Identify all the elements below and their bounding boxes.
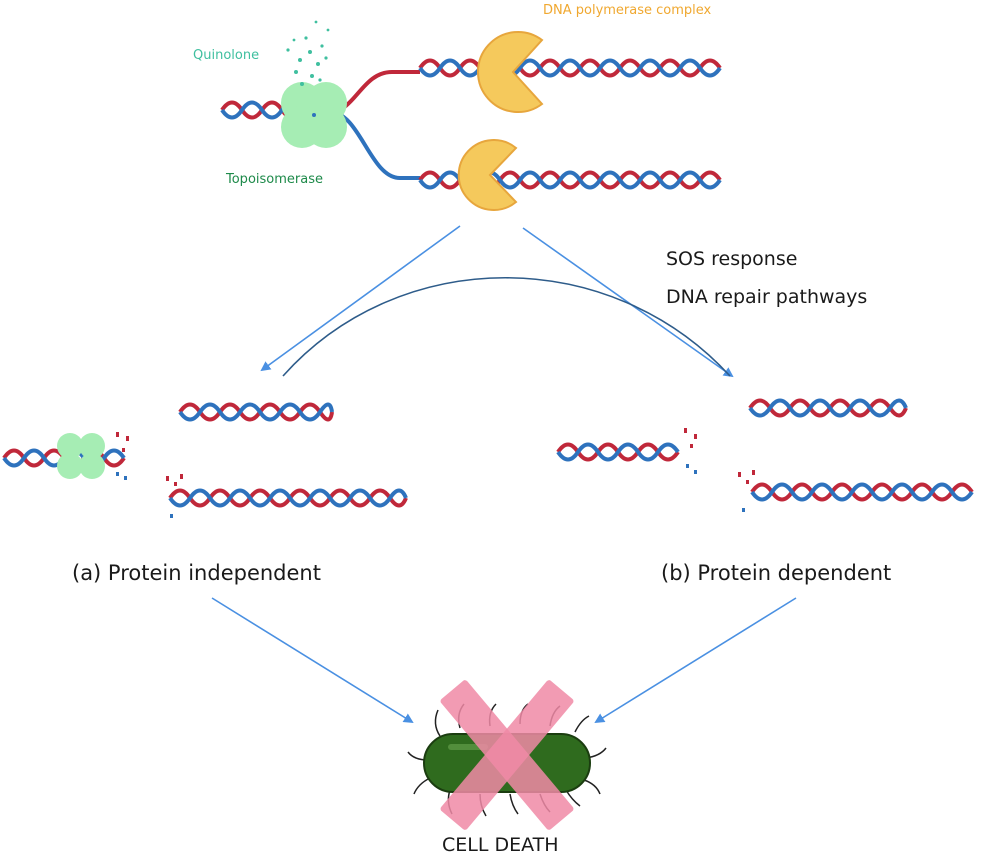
left-helix-with-topo — [2, 432, 129, 480]
label-protein-dependent: (b) Protein dependent — [661, 561, 892, 585]
topoisomerase-enzyme — [281, 82, 347, 148]
left-helix-short — [178, 402, 334, 422]
label-sos-response: SOS response — [666, 248, 798, 270]
arrow-b-to-death — [594, 597, 797, 724]
right-helix-broken-left — [556, 428, 697, 474]
right-helix-broken — [738, 470, 974, 512]
curved-arrow-sos — [282, 276, 731, 377]
polymerase-lower — [457, 139, 518, 211]
arrow-to-dependent — [522, 227, 734, 378]
label-quinolone: Quinolone — [193, 48, 260, 63]
right-helix-short — [748, 398, 908, 418]
cross-mark — [440, 680, 574, 830]
polymerase-upper — [477, 31, 544, 113]
daughter-helix-upper — [418, 58, 722, 78]
label-topoisomerase: Topoisomerase — [226, 172, 323, 187]
quinolone-particles — [286, 20, 330, 86]
left-helix-broken — [166, 474, 408, 518]
arrow-to-independent — [260, 225, 461, 372]
label-cell-death: CELL DEATH — [442, 834, 559, 856]
arrow-a-to-death — [211, 597, 414, 724]
label-protein-independent: (a) Protein independent — [72, 561, 321, 585]
label-dna-repair: DNA repair pathways — [666, 286, 868, 308]
label-dna-polymerase: DNA polymerase complex — [543, 3, 712, 18]
